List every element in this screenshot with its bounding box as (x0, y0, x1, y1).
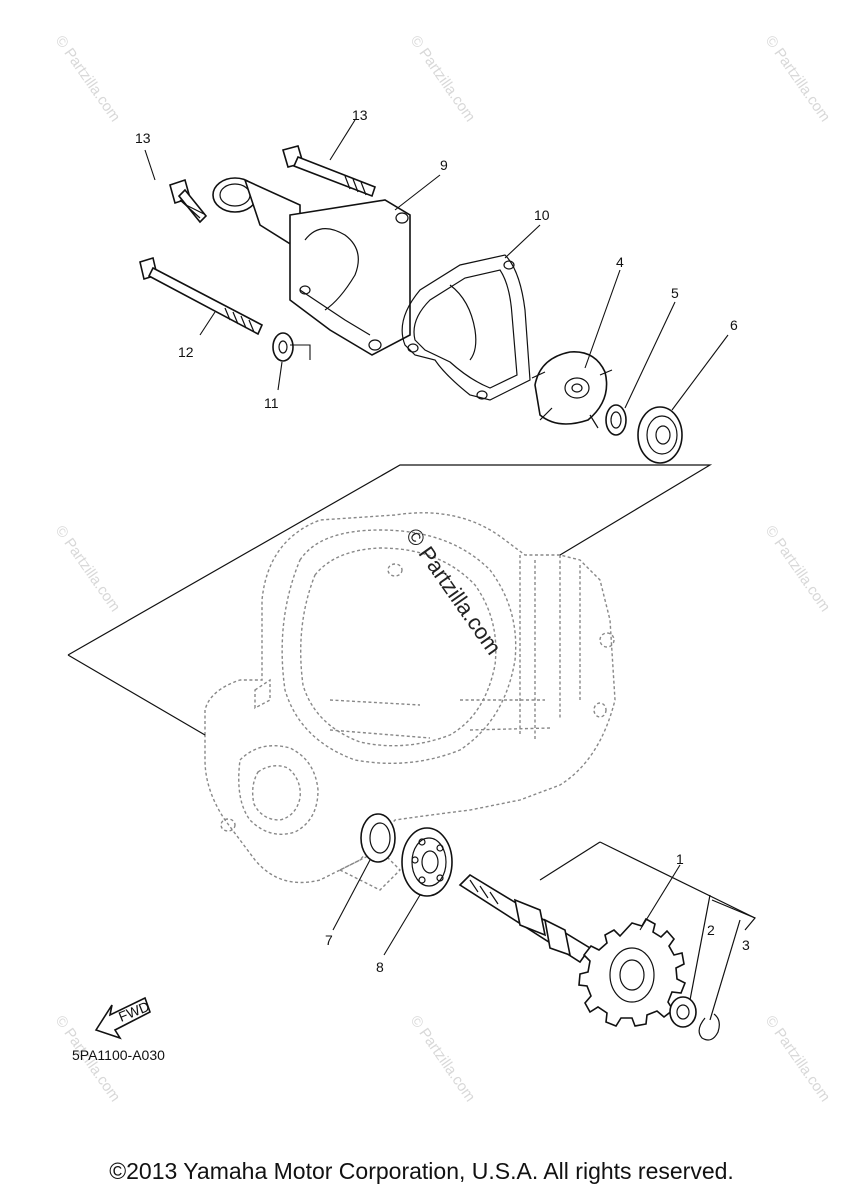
callout-7: 7 (325, 932, 333, 948)
callout-13-upper: 13 (352, 107, 368, 123)
bolt-13-lower (169, 178, 208, 224)
impeller (531, 351, 613, 429)
callout-1: 1 (676, 851, 684, 867)
callout-3: 3 (742, 937, 750, 953)
impeller-shaft (458, 873, 592, 964)
callout-12: 12 (178, 344, 194, 360)
bolt-12 (139, 256, 264, 336)
callout-13-lower: 13 (135, 130, 151, 146)
callout-6: 6 (730, 317, 738, 333)
callout-labels: 1 2 3 4 5 6 7 8 9 10 11 12 13 13 (135, 107, 750, 975)
reference-code: 5PA1100-A030 (72, 1047, 165, 1063)
watermark: © Partzilla.com (407, 33, 479, 126)
watermark: © Partzilla.com (762, 523, 834, 616)
drive-gear (578, 917, 687, 1027)
callout-2: 2 (707, 922, 715, 938)
watermark: © Partzilla.com (762, 33, 834, 126)
washer-2 (669, 996, 697, 1028)
callout-5: 5 (671, 285, 679, 301)
callout-9: 9 (440, 157, 448, 173)
bearing-8 (401, 827, 453, 897)
washer-11 (272, 332, 294, 362)
copyright-notice: ©2013 Yamaha Motor Corporation, U.S.A. A… (109, 1158, 734, 1184)
leader-lines (144, 119, 729, 956)
callout-11: 11 (264, 395, 279, 411)
fwd-arrow-icon: FWD (94, 996, 152, 1040)
watermark: © Partzilla.com (52, 523, 124, 616)
center-watermark: © Partzilla.com (401, 524, 507, 660)
assembly-lines (67, 464, 756, 1021)
callout-10: 10 (534, 207, 550, 223)
seal-5 (605, 404, 627, 436)
bearing-6 (637, 406, 683, 464)
circlip-3 (698, 1013, 720, 1041)
callout-8: 8 (376, 959, 384, 975)
bolt-13-upper (282, 145, 376, 198)
pump-housing (212, 177, 411, 356)
gasket (401, 254, 531, 401)
watermark: © Partzilla.com (407, 1013, 479, 1106)
crankcase-ghost (204, 512, 616, 891)
seal-7 (360, 813, 396, 863)
callout-4: 4 (616, 254, 624, 270)
watermark: © Partzilla.com (52, 33, 124, 126)
watermark: © Partzilla.com (762, 1013, 834, 1106)
